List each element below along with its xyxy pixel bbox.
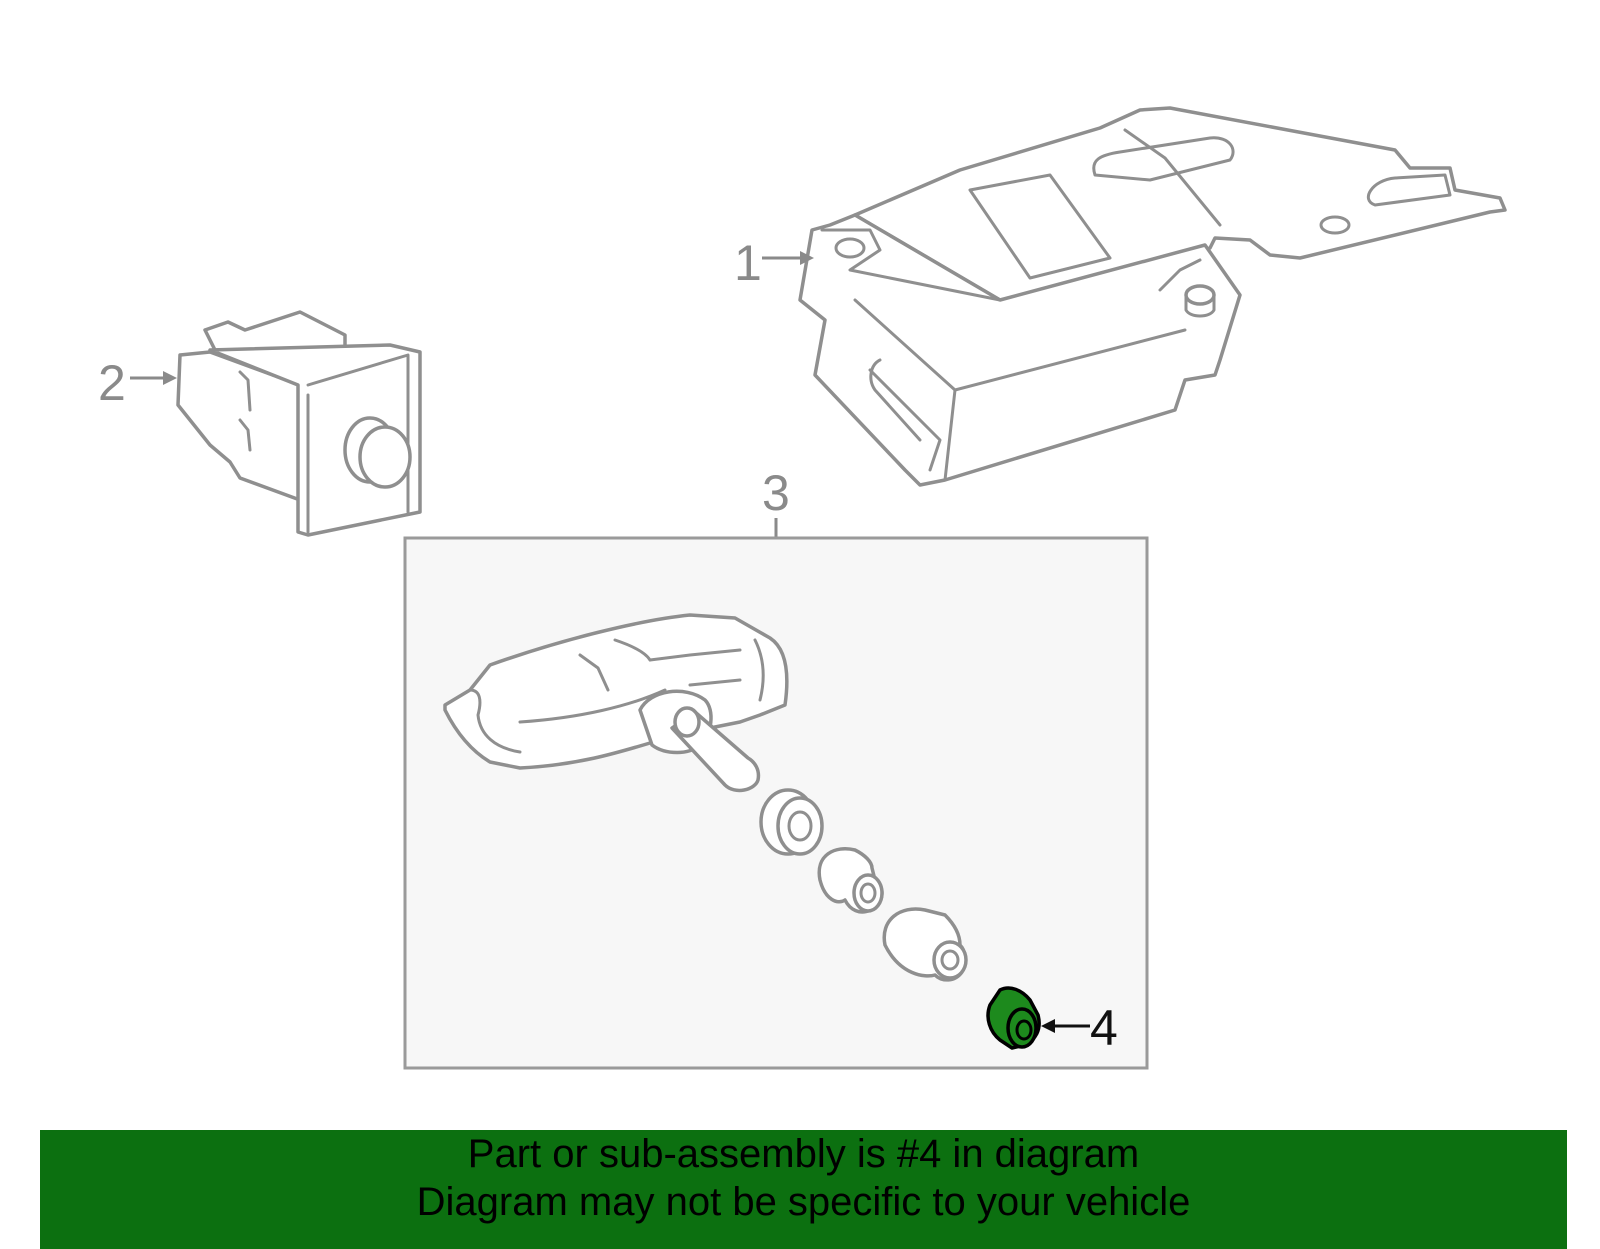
callout-4: 4 bbox=[1090, 1000, 1118, 1056]
part-2-switch[interactable] bbox=[176, 310, 422, 537]
callout-2: 2 bbox=[98, 355, 126, 411]
banner-line-2: Diagram may not be specific to your vehi… bbox=[416, 1180, 1191, 1224]
tpms-sensor[interactable] bbox=[443, 613, 789, 793]
banner-line-1: Part or sub-assembly is #4 in diagram bbox=[467, 1132, 1140, 1176]
valve-washer[interactable] bbox=[817, 847, 884, 914]
part-1-receiver-module[interactable] bbox=[798, 106, 1507, 487]
callout-1: 1 bbox=[734, 235, 762, 291]
arrow-right-icon bbox=[800, 251, 814, 265]
part-4-valve-cap[interactable] bbox=[986, 986, 1041, 1050]
valve-grommet[interactable] bbox=[759, 788, 824, 856]
arrow-right-icon bbox=[163, 371, 177, 385]
callout-3: 3 bbox=[762, 465, 790, 521]
parts-diagram: 1 2 3 bbox=[98, 106, 1507, 1070]
info-banner: Part or sub-assembly is #4 in diagram Di… bbox=[40, 1130, 1567, 1249]
valve-nut[interactable] bbox=[882, 907, 968, 982]
arrow-left-icon bbox=[1041, 1019, 1055, 1033]
